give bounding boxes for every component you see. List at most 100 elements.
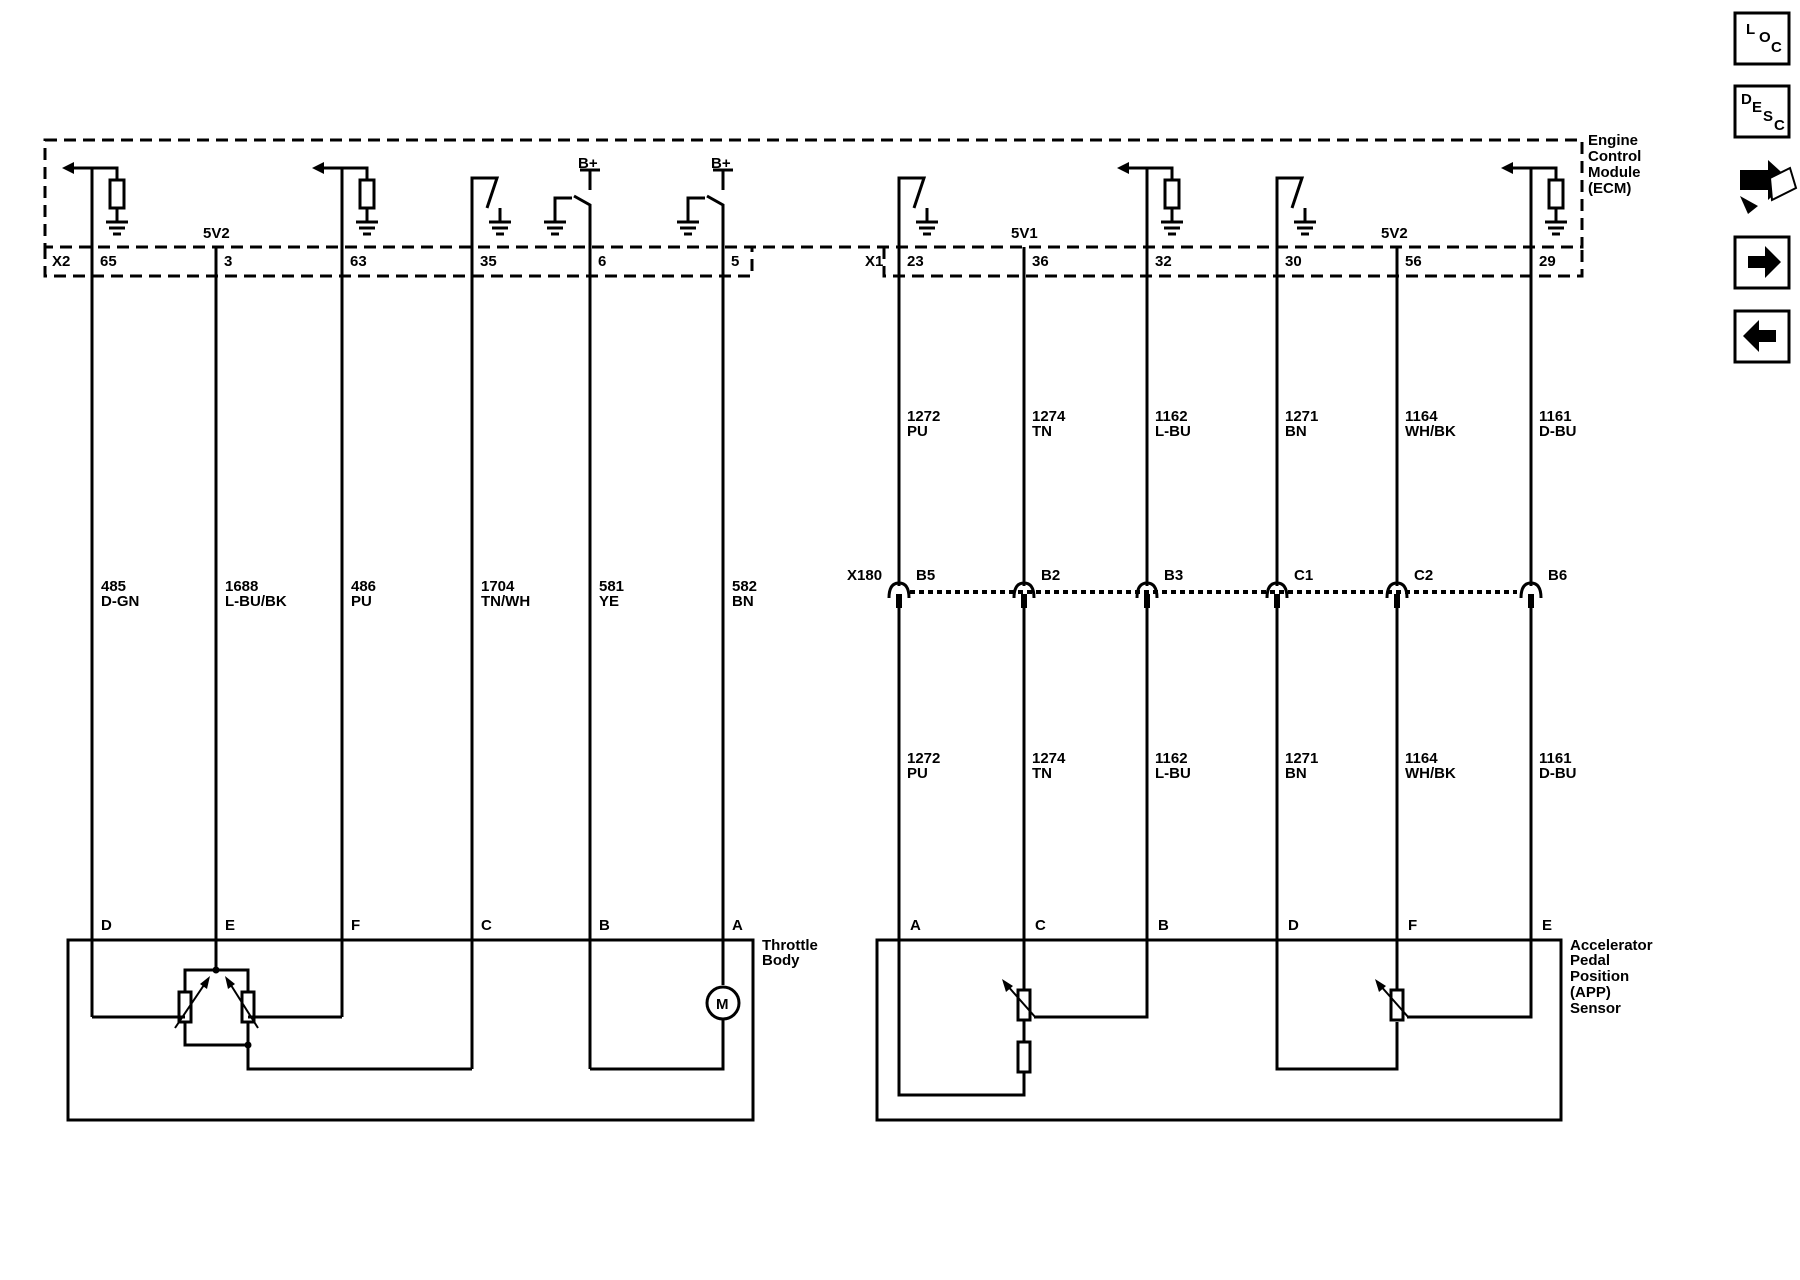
svg-text:C: C — [1774, 117, 1785, 134]
svg-text:1271: 1271 — [1285, 750, 1318, 767]
svg-text:X180: X180 — [847, 567, 882, 584]
svg-text:1272: 1272 — [907, 750, 940, 767]
svg-text:56: 56 — [1405, 253, 1422, 270]
voltage-ref-5v1: 5V1 — [1011, 225, 1038, 242]
svg-text:D-GN: D-GN — [101, 593, 139, 610]
right-wires: 23 36 32 30 56 29 1272 PU 1274 TN 1162 L… — [897, 247, 1577, 1097]
svg-text:YE: YE — [599, 593, 619, 610]
connector-x2: X2 — [43, 247, 754, 278]
svg-text:BN: BN — [1285, 423, 1307, 440]
svg-text:X2: X2 — [52, 253, 70, 270]
svg-text:L-BU/BK: L-BU/BK — [225, 593, 287, 610]
svg-text:B5: B5 — [916, 567, 935, 584]
svg-text:B+: B+ — [578, 155, 598, 172]
svg-text:B2: B2 — [1041, 567, 1060, 584]
motor-icon: M — [705, 985, 741, 1021]
left-pin-labels: 65 3 63 35 6 5 — [100, 253, 739, 270]
svg-text:1274: 1274 — [1032, 750, 1066, 767]
svg-text:B: B — [1158, 917, 1169, 934]
svg-text:30: 30 — [1285, 253, 1302, 270]
svg-text:L-BU: L-BU — [1155, 423, 1191, 440]
next-button[interactable] — [1733, 235, 1791, 290]
connector-x180: X180 B5 B2 B3 C1 C2 B6 — [847, 567, 1567, 608]
svg-text:32: 32 — [1155, 253, 1172, 270]
ecm-label: Engine Control Module (ECM) — [1588, 132, 1641, 197]
loc-button[interactable]: L O C — [1733, 11, 1791, 66]
svg-text:Throttle: Throttle — [762, 937, 818, 954]
voltage-ref-5v2-left: 5V2 — [203, 225, 230, 242]
svg-text:PU: PU — [351, 593, 372, 610]
svg-text:29: 29 — [1539, 253, 1556, 270]
location-icon: L O C — [1746, 21, 1782, 56]
svg-text:C2: C2 — [1414, 567, 1433, 584]
svg-text:F: F — [1408, 917, 1417, 934]
app-sensor-pin-labels: A C B D F E — [910, 917, 1552, 934]
right-upper-circuit-labels: 1272 PU 1274 TN 1162 L-BU 1271 BN 1164 W… — [907, 408, 1577, 440]
svg-text:D: D — [1741, 91, 1752, 108]
throttle-body-pin-labels: D E F C B A — [101, 917, 743, 934]
svg-text:1704: 1704 — [481, 578, 515, 595]
svg-text:(ECM): (ECM) — [1588, 180, 1631, 197]
svg-text:1272: 1272 — [907, 408, 940, 425]
svg-text:C1: C1 — [1294, 567, 1313, 584]
x180-terminals — [887, 581, 1543, 608]
svg-text:Control: Control — [1588, 148, 1641, 165]
svg-text:TN: TN — [1032, 423, 1052, 440]
app-sensor-label: Accelerator Pedal Position (APP) Sensor — [1570, 937, 1653, 1017]
svg-text:TN: TN — [1032, 765, 1052, 782]
svg-text:C: C — [481, 917, 492, 934]
description-icon: D E S C — [1741, 91, 1785, 134]
svg-text:BN: BN — [732, 593, 754, 610]
svg-text:PU: PU — [907, 765, 928, 782]
sidebar: L O C D E S C — [1733, 11, 1798, 364]
svg-text:E: E — [1542, 917, 1552, 934]
svg-text:BN: BN — [1285, 765, 1307, 782]
svg-text:65: 65 — [100, 253, 117, 270]
svg-text:Sensor: Sensor — [1570, 1000, 1621, 1017]
connector-repair-icon — [1740, 160, 1798, 214]
svg-text:F: F — [351, 917, 360, 934]
svg-text:L: L — [1746, 21, 1755, 38]
svg-text:M: M — [716, 996, 729, 1013]
svg-text:Accelerator: Accelerator — [1570, 937, 1653, 954]
svg-text:C: C — [1035, 917, 1046, 934]
svg-text:WH/BK: WH/BK — [1405, 423, 1456, 440]
svg-text:5: 5 — [731, 253, 739, 270]
svg-text:581: 581 — [599, 578, 624, 595]
svg-text:B3: B3 — [1164, 567, 1183, 584]
svg-text:6: 6 — [598, 253, 606, 270]
svg-text:Engine: Engine — [1588, 132, 1638, 149]
connector-repair-button[interactable] — [1740, 160, 1798, 214]
svg-text:486: 486 — [351, 578, 376, 595]
desc-button[interactable]: D E S C — [1733, 84, 1791, 139]
svg-text:B6: B6 — [1548, 567, 1567, 584]
svg-text:O: O — [1759, 29, 1771, 46]
left-circuit-labels: 485 D-GN 1688 L-BU/BK 486 PU 1704 TN/WH … — [101, 578, 757, 610]
svg-text:1688: 1688 — [225, 578, 258, 595]
svg-text:Body: Body — [762, 952, 800, 969]
svg-text:582: 582 — [732, 578, 757, 595]
svg-text:1162: 1162 — [1155, 750, 1188, 767]
svg-text:63: 63 — [350, 253, 367, 270]
arrow-left-icon — [1743, 320, 1776, 352]
prev-button[interactable] — [1733, 309, 1791, 364]
svg-text:1162: 1162 — [1155, 408, 1188, 425]
ecm-module: Engine Control Module (ECM) — [43, 132, 1641, 249]
throttle-body: Throttle Body M — [66, 937, 818, 1122]
svg-text:Pedal: Pedal — [1570, 952, 1610, 969]
svg-text:B+: B+ — [711, 155, 731, 172]
svg-text:Module: Module — [1588, 164, 1641, 181]
svg-text:1271: 1271 — [1285, 408, 1318, 425]
svg-text:36: 36 — [1032, 253, 1049, 270]
svg-text:B: B — [599, 917, 610, 934]
ecm-internal-right — [897, 162, 1567, 247]
svg-text:S: S — [1763, 108, 1773, 125]
svg-text:WH/BK: WH/BK — [1405, 765, 1456, 782]
svg-text:1161: 1161 — [1539, 750, 1572, 767]
svg-text:3: 3 — [224, 253, 232, 270]
svg-text:X1: X1 — [865, 253, 883, 270]
svg-text:1161: 1161 — [1539, 408, 1572, 425]
app-sensor: Accelerator Pedal Position (APP) Sensor — [875, 937, 1653, 1122]
svg-text:E: E — [1752, 99, 1762, 116]
